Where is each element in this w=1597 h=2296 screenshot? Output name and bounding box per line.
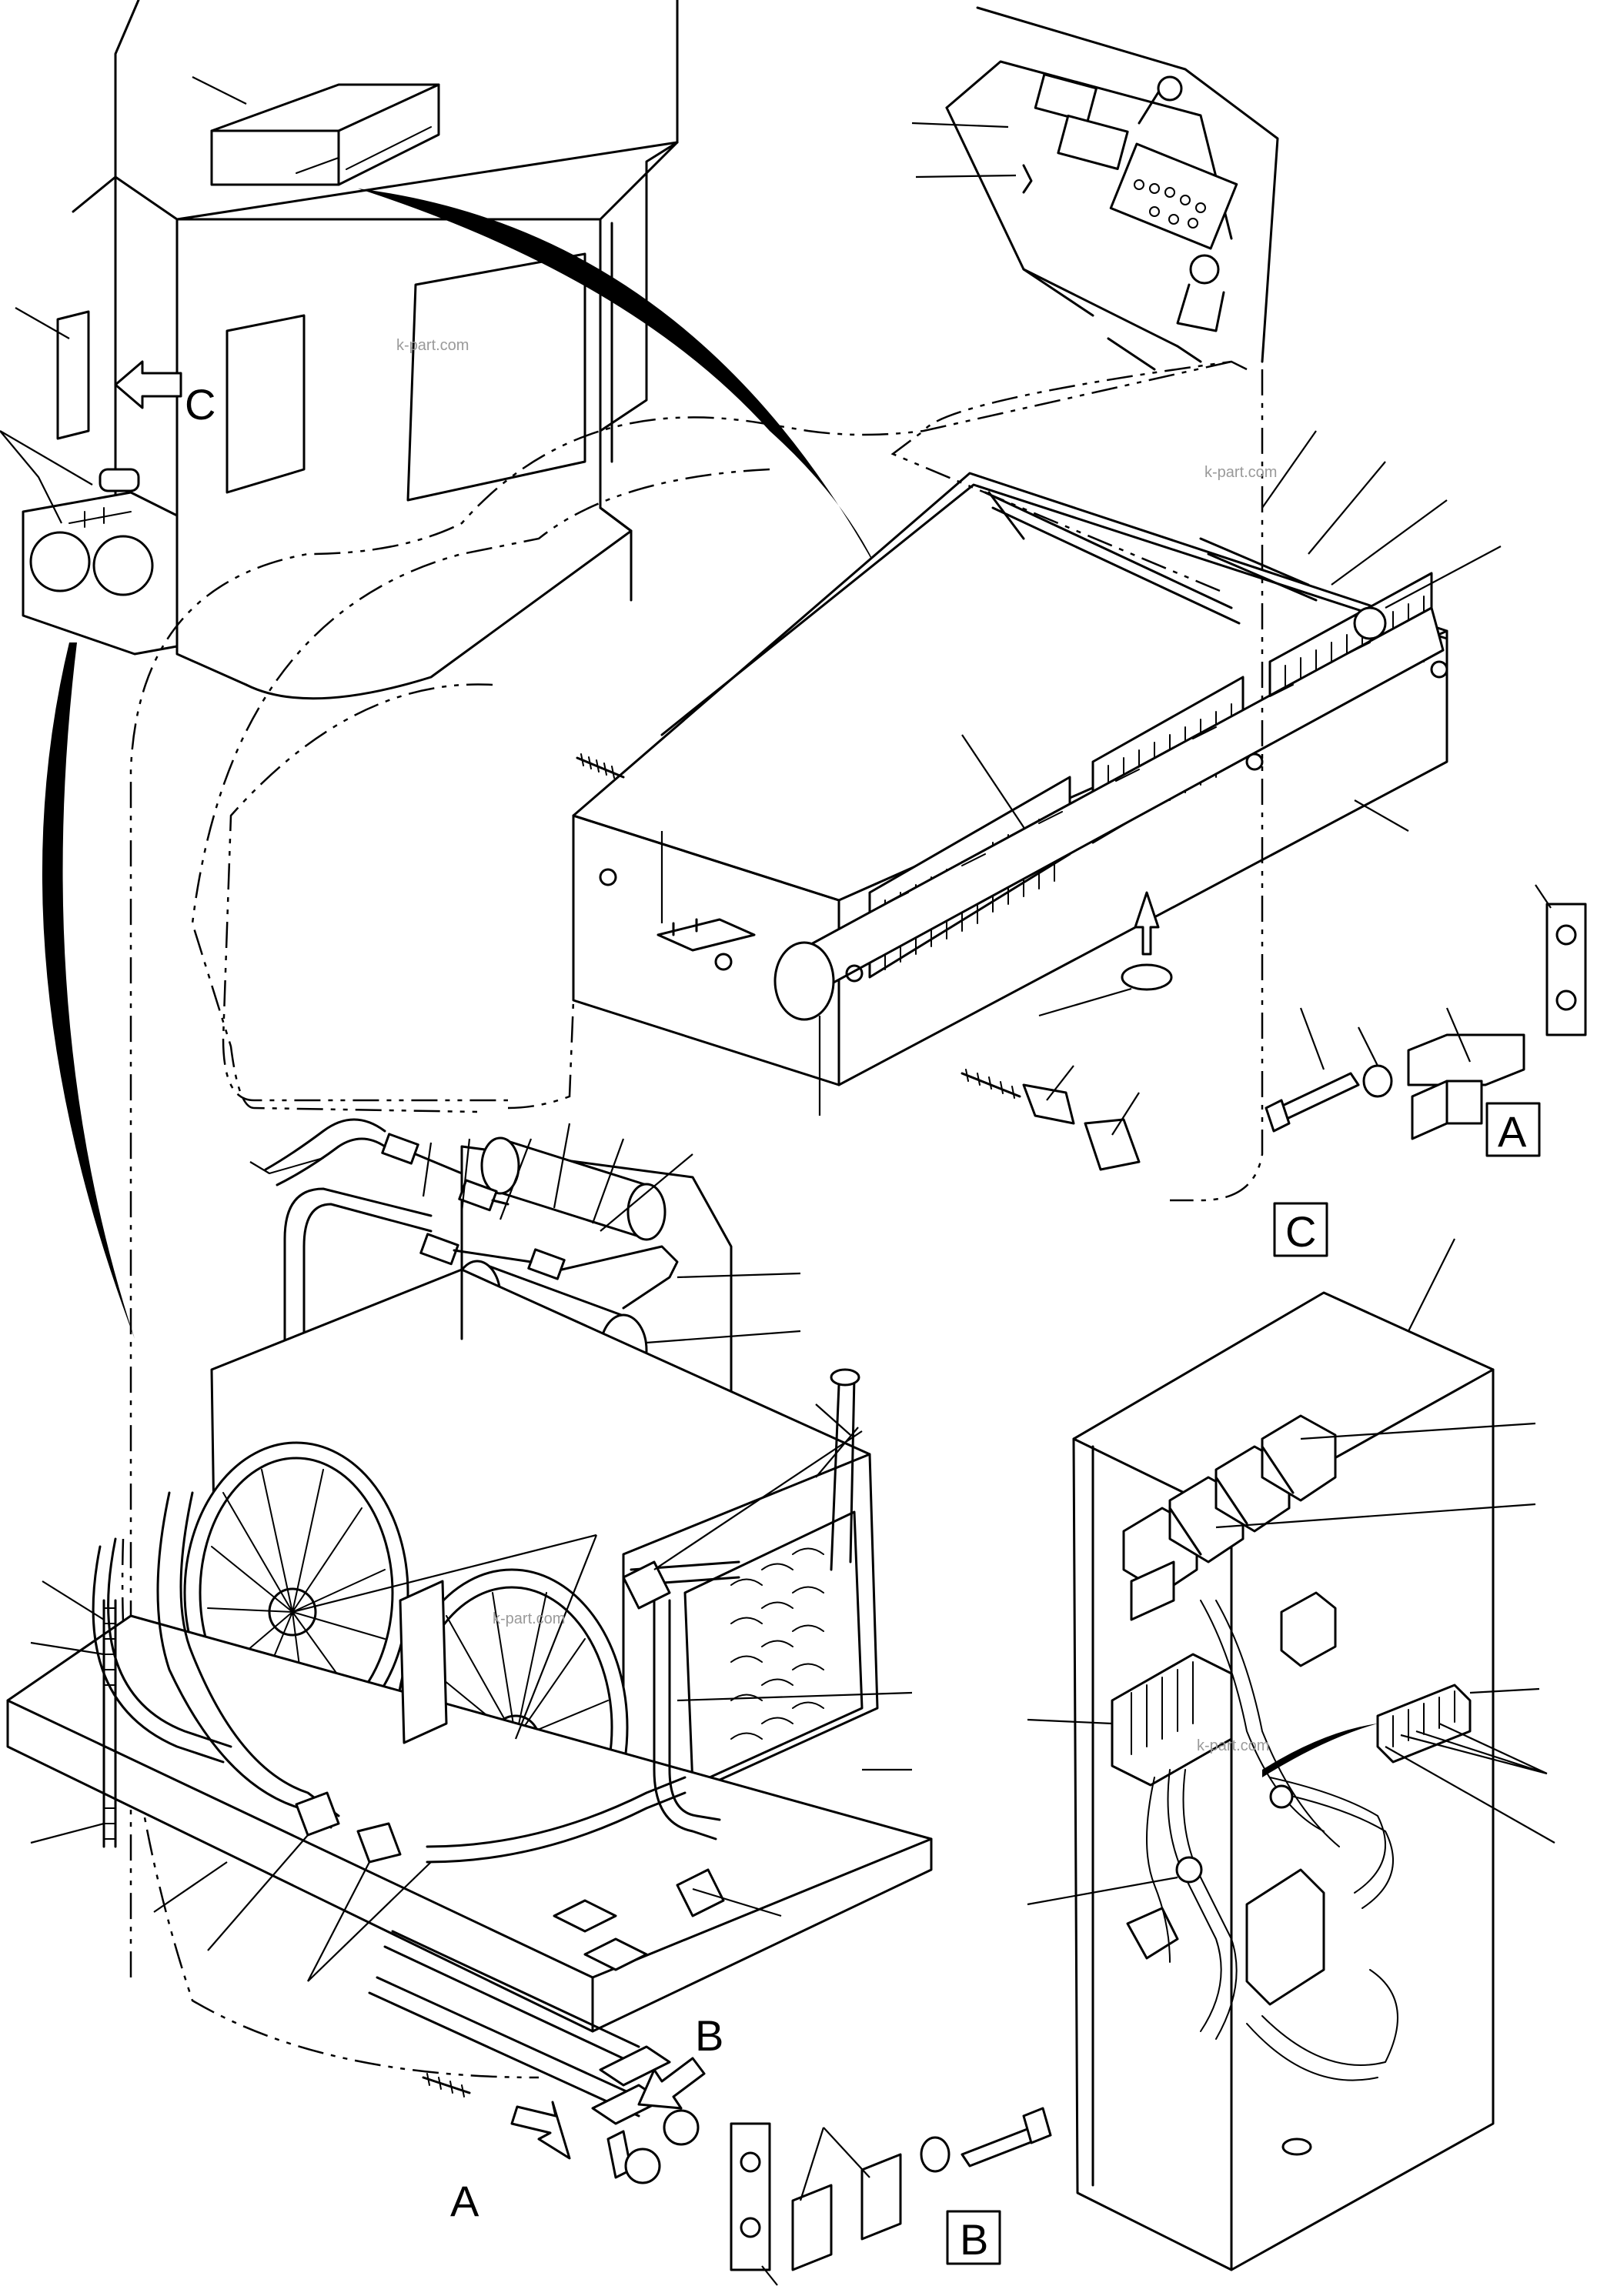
electrical-leaders — [1027, 1238, 1555, 1906]
clamp-detail-a — [1265, 903, 1587, 1140]
watermark-condenser: k-part.com — [493, 1610, 565, 1627]
view-label-a-box: A — [1498, 1107, 1527, 1156]
dashboard-leaders — [911, 122, 1017, 179]
dashboard-drawing — [945, 6, 1279, 371]
view-label-c-cab: C — [185, 380, 215, 429]
view-label-b-box: B — [960, 2215, 988, 2264]
curved-arrow-roof — [358, 189, 881, 577]
clamp-b-leaders — [761, 2127, 870, 2286]
view-box-c — [1273, 1202, 1328, 1257]
heater-unit-drawing — [572, 472, 1448, 1086]
view-label-b-arrow: B — [695, 2011, 723, 2060]
view-box-a — [1485, 1102, 1541, 1157]
drier-leaders — [249, 1123, 801, 1344]
cab-drawing — [22, 0, 679, 700]
condenser-unit — [6, 1268, 933, 2033]
view-box-b — [946, 2210, 1001, 2265]
clamp-a-leaders — [1299, 884, 1552, 1070]
heater-fittings — [961, 1069, 1141, 1171]
view-label-c-box: C — [1285, 1207, 1316, 1256]
blower-drum — [773, 606, 1445, 1021]
electrical-box — [1072, 1291, 1495, 2271]
heater-leaders — [660, 430, 1502, 1116]
curved-arrow-left — [42, 642, 135, 1339]
heater-fitting-leaders — [1046, 1065, 1140, 1136]
condenser-coil — [683, 1368, 864, 1787]
watermark-heater: k-part.com — [1204, 464, 1277, 481]
watermark-electrical: k-part.com — [1197, 1737, 1269, 1754]
cab-leaders — [0, 76, 247, 524]
view-label-a-arrow: A — [450, 2177, 479, 2225]
condenser-leaders — [30, 1403, 913, 1982]
pipe-bracket-bottom — [368, 1930, 706, 2184]
watermark-cab: k-part.com — [396, 337, 469, 354]
hose-routing-lines — [121, 360, 1264, 2079]
clamp-detail-b — [730, 2107, 1052, 2271]
